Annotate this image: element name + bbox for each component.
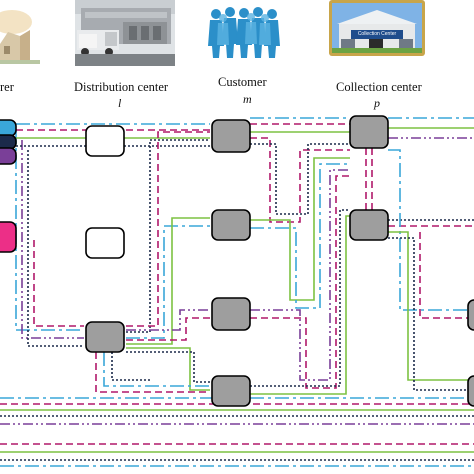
route-line-cyan [250, 163, 350, 309]
customer-label: Customer [218, 75, 267, 89]
right-edge-node [467, 299, 474, 331]
customer-node [211, 297, 251, 331]
route-line-green [126, 347, 210, 391]
customer-node [211, 119, 251, 153]
distribution-center-node [85, 125, 125, 157]
collection-center-node [349, 209, 389, 241]
network-nodes [0, 115, 474, 407]
route-line-navy [126, 139, 210, 333]
route-line-navy [27, 150, 84, 347]
route-line-magenta [16, 123, 350, 131]
route-line-green [250, 127, 474, 133]
customer-node [211, 375, 251, 407]
customer-node [211, 209, 251, 241]
distribution-center-node [85, 321, 125, 353]
distribution-center-node [85, 227, 125, 259]
route-line-green [388, 231, 474, 381]
distribution-center-label: Distribution center [74, 80, 169, 94]
route-line-cyan [15, 130, 84, 331]
right-edge-node [467, 375, 474, 407]
route-line-cyan [103, 352, 210, 387]
route-line-magenta [250, 137, 350, 223]
route-line-purple [126, 309, 210, 331]
route-line-navy [388, 237, 474, 391]
factory-photo [0, 4, 40, 64]
route-line-navy [250, 209, 350, 387]
route-line-purple [250, 169, 350, 381]
warehouse-trucks-photo [75, 0, 175, 66]
route-line-magenta [419, 232, 474, 319]
route-line-magenta [33, 240, 84, 327]
route-line-navy [250, 143, 350, 215]
route-lines [0, 117, 474, 467]
manufacturer-node-cyan [0, 119, 17, 137]
route-line-magenta [250, 175, 350, 389]
route-line-purple [21, 140, 84, 339]
route-line-green [126, 217, 210, 345]
manufacturer-node-pink [0, 221, 17, 253]
route-line-green [250, 157, 350, 301]
manufacturer-node-purple [0, 147, 17, 165]
route-line-cyan [388, 149, 474, 311]
collection-center-index: p [374, 96, 380, 110]
manufacturer-node-navy [0, 134, 17, 150]
route-line-green [250, 215, 350, 395]
route-line-navy [126, 351, 210, 383]
customer-index: m [243, 92, 252, 106]
manufacturer-label: rer [0, 80, 14, 94]
route-line-magenta [126, 317, 210, 341]
customers-people-icon [208, 7, 280, 58]
collection-center-label: Collection center [336, 80, 422, 94]
route-line-navy [111, 352, 150, 381]
route-line-magenta [95, 352, 210, 393]
route-line-cyan [126, 225, 210, 339]
route-line-magenta [126, 131, 210, 327]
distribution-center-index: l [118, 96, 122, 110]
collection-sign-text: Collection Center [357, 31, 397, 37]
collection-center-photo [329, 0, 425, 56]
collection-center-node [349, 115, 389, 149]
